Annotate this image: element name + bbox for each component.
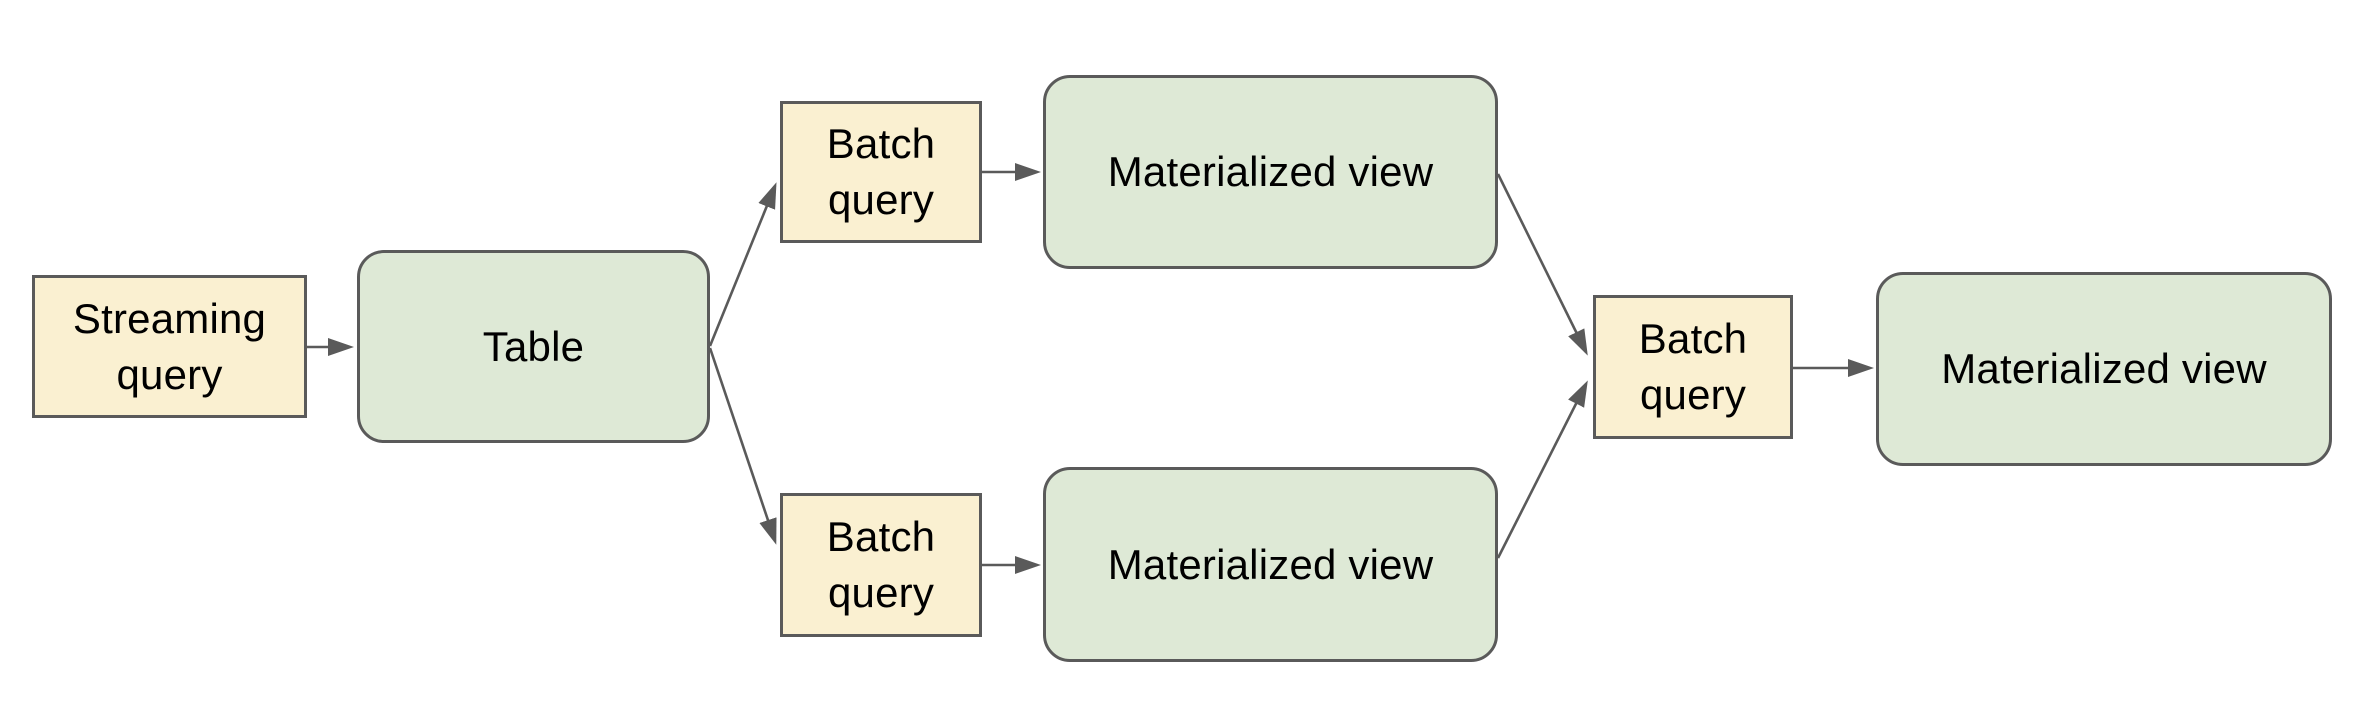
node-table: Table (357, 250, 710, 443)
node-materialized-view-final-label: Materialized view (1941, 345, 2267, 393)
node-batch-query-final: Batch query (1593, 295, 1793, 439)
node-batch-query-bottom: Batch query (780, 493, 982, 637)
node-batch-query-top-label: Batch query (826, 120, 936, 223)
node-streaming-query-label: Streaming query (72, 294, 267, 398)
node-batch-query-final-label: Batch query (1638, 315, 1748, 418)
node-batch-query-top: Batch query (780, 101, 982, 243)
node-materialized-view-top: Materialized view (1043, 75, 1498, 269)
edge-table-to-batch-query-bottom (708, 347, 777, 545)
node-materialized-view-bottom-label: Materialized view (1107, 540, 1434, 588)
edge-materialized-view-top-to-batch-query-final (1496, 173, 1588, 356)
node-materialized-view-final: Materialized view (1876, 272, 2332, 466)
node-batch-query-bottom-label: Batch query (826, 513, 936, 616)
edge-table-to-batch-query-top (708, 182, 777, 347)
node-materialized-view-top-label: Materialized view (1107, 148, 1434, 196)
node-materialized-view-bottom: Materialized view (1043, 467, 1498, 662)
node-streaming-query: Streaming query (32, 275, 307, 418)
edge-materialized-view-bottom-to-batch-query-final (1496, 380, 1588, 559)
node-table-label: Table (482, 322, 585, 370)
